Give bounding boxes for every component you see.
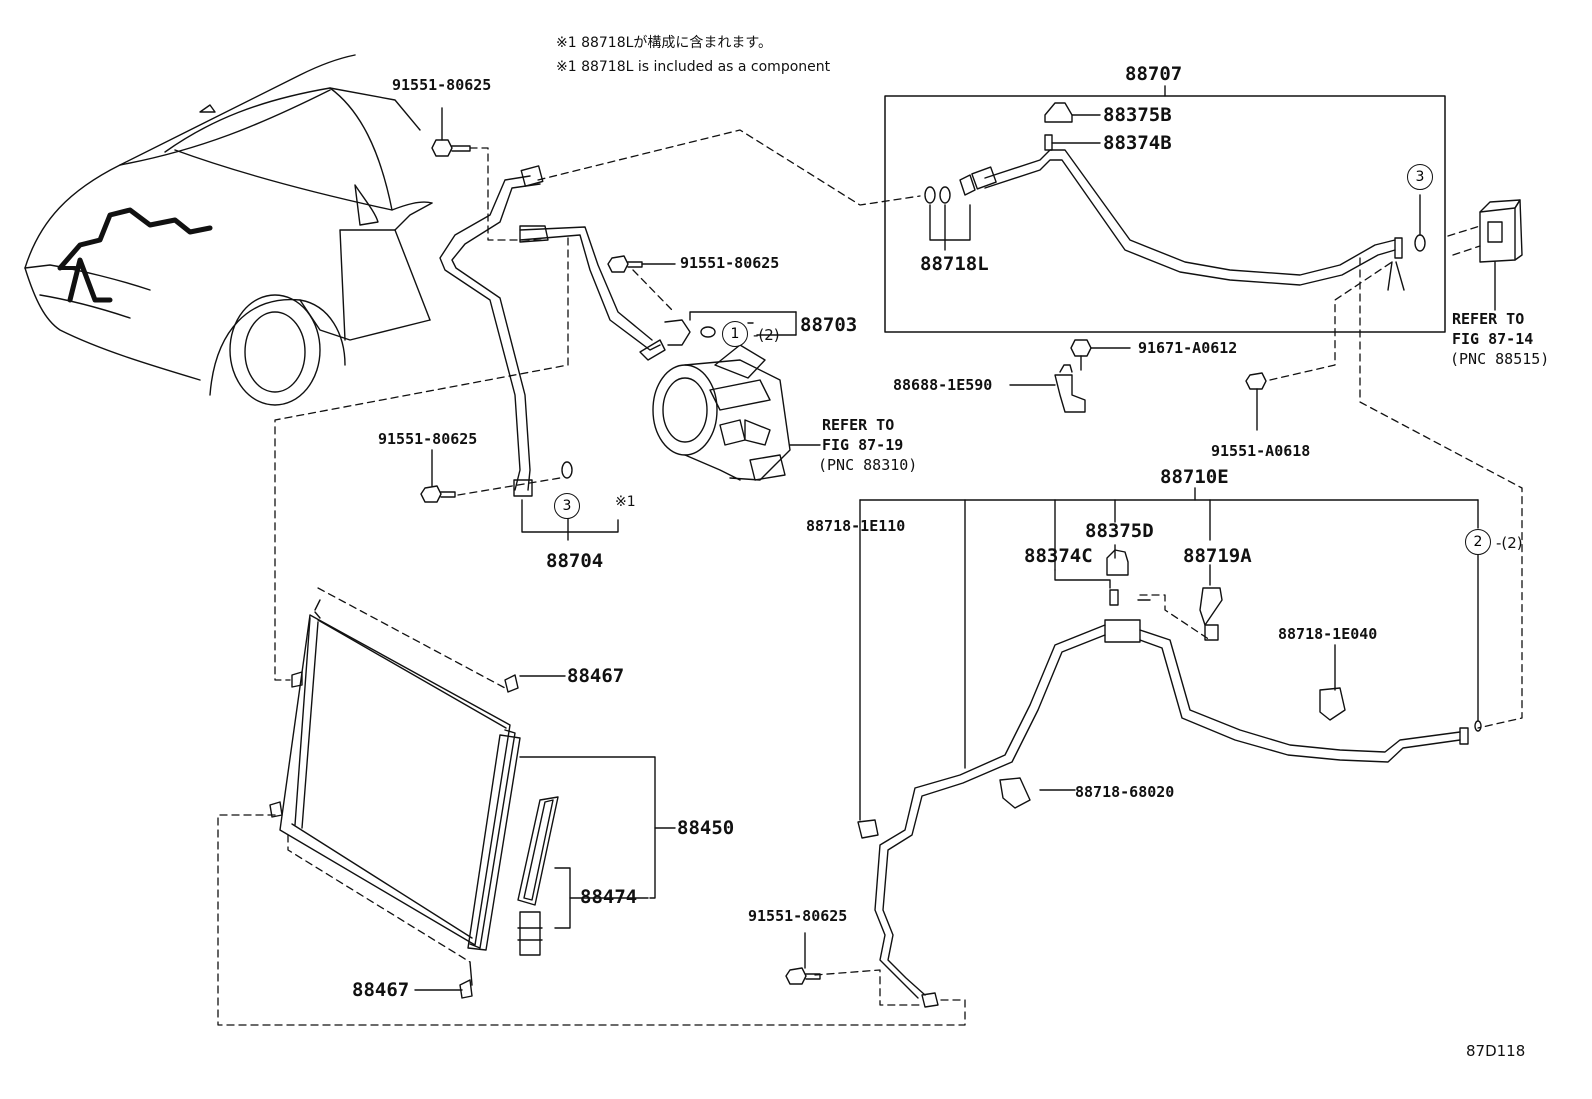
pipe-88710E [874, 619, 1482, 1008]
ref-valve-line3: (PNC 88515) [1450, 350, 1550, 368]
switch-88719A [1199, 587, 1223, 626]
part-88474[interactable]: 88474 [580, 886, 638, 908]
core-88374C [1109, 589, 1119, 606]
bolt [431, 107, 471, 157]
part-88719A[interactable]: 88719A [1183, 545, 1252, 567]
note-japanese: ※1 88718Lが構成に含まれます。 [556, 35, 773, 51]
part-88688-1E590[interactable]: 88688-1E590 [893, 376, 993, 394]
part-91551-80625-bottom[interactable]: 91551-80625 [748, 907, 848, 925]
part-91551-A0618[interactable]: 91551-A0618 [1211, 442, 1311, 460]
leaders-88710E [859, 487, 1479, 821]
leader-88450 [519, 756, 656, 899]
part-88718-1E040[interactable]: 88718-1E040 [1278, 625, 1378, 643]
ref-valve-line2: FIG 87-14 [1452, 330, 1534, 348]
part-88374C[interactable]: 88374C [1024, 545, 1093, 567]
part-91671-A0612[interactable]: 91671-A0612 [1138, 339, 1238, 357]
callout-2-qty: -(2) [1496, 534, 1523, 552]
part-88718-68020[interactable]: 88718-68020 [1075, 783, 1175, 801]
part-88375D[interactable]: 88375D [1085, 520, 1154, 542]
part-91551-80625-top[interactable]: 91551-80625 [392, 76, 492, 94]
note-english: ※1 88718L is included as a component [556, 59, 831, 75]
callout-1: 1 [722, 321, 748, 347]
part-88704[interactable]: 88704 [546, 550, 604, 572]
part-88467-bottom[interactable]: 88467 [352, 979, 410, 1001]
part-88467-top[interactable]: 88467 [567, 665, 625, 687]
hose-88704 [439, 165, 573, 497]
clip-88718-1E110 [857, 819, 879, 839]
callout-star-1: ※1 [615, 494, 636, 510]
part-88718L[interactable]: 88718L [920, 253, 989, 275]
o-ring [924, 186, 936, 204]
part-88703[interactable]: 88703 [800, 314, 858, 336]
part-88450[interactable]: 88450 [677, 817, 735, 839]
core-88374B [1044, 134, 1053, 151]
part-88710E[interactable]: 88710E [1160, 466, 1229, 488]
pipe-88707 [971, 149, 1405, 291]
clamp-88718-68020 [999, 777, 1031, 809]
bolt [1070, 339, 1131, 371]
part-88718-1E110[interactable]: 88718-1E110 [806, 517, 906, 535]
compressor [652, 344, 821, 481]
bolt [607, 255, 676, 273]
ref-compressor-line2: FIG 87-19 [822, 436, 904, 454]
ref-valve-line1: REFER TO [1452, 310, 1525, 328]
callout-3-top: 3 [1407, 164, 1433, 190]
part-88375B[interactable]: 88375B [1103, 104, 1172, 126]
callout-1-qty: -(2) [753, 326, 780, 344]
cap-88375D [1106, 549, 1129, 576]
bolt [420, 449, 456, 503]
hose-88703 [519, 225, 691, 361]
part-91551-80625-hose[interactable]: 91551-80625 [378, 430, 478, 448]
clamp-88718-1E040 [1319, 687, 1346, 721]
cap-88375B [1044, 102, 1073, 123]
callout-2: 2 [1465, 529, 1491, 555]
figure-code: 87D118 [1466, 1042, 1526, 1060]
part-91551-80625-compressor[interactable]: 91551-80625 [680, 254, 780, 272]
ref-compressor-line3: (PNC 88310) [818, 456, 918, 474]
bolt [785, 932, 821, 985]
dashed-leaders [217, 129, 1523, 1026]
ref-compressor-line1: REFER TO [822, 416, 895, 434]
vehicle-outline [24, 54, 433, 406]
part-88374B[interactable]: 88374B [1103, 132, 1172, 154]
expansion-valve [1479, 199, 1523, 311]
callout-3-hose: 3 [554, 493, 580, 519]
bolt [1245, 372, 1267, 431]
bracket-88688 [1009, 364, 1086, 413]
part-88707[interactable]: 88707 [1125, 63, 1183, 85]
condenser [269, 599, 566, 999]
receiver-parts [517, 796, 559, 956]
